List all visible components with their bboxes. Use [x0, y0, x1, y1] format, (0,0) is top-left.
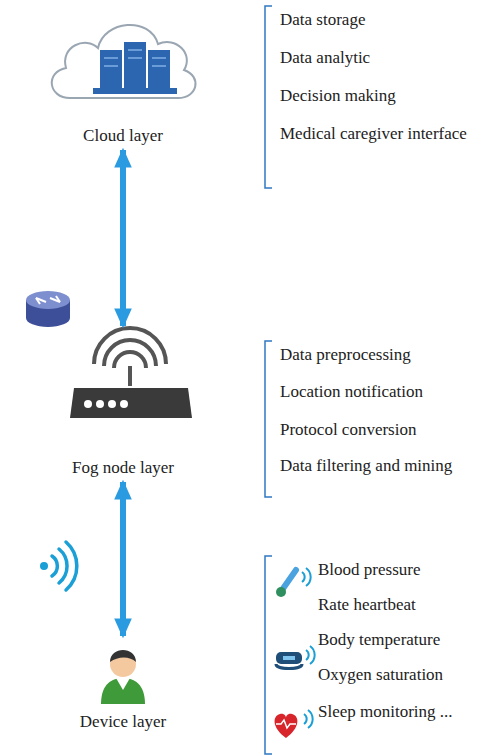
function-item: Oxygen saturation — [318, 665, 443, 685]
bidirectional-arrow — [120, 150, 126, 326]
layer-label: Cloud layer — [48, 126, 198, 146]
function-item: Location notification — [280, 382, 423, 402]
wristband-icon — [276, 646, 315, 669]
function-item: Protocol conversion — [280, 420, 416, 440]
function-item: Blood pressure — [318, 560, 420, 580]
bracket — [265, 6, 272, 754]
function-item: Sleep monitoring ... — [318, 702, 453, 722]
function-item: Medical caregiver interface — [280, 124, 467, 144]
function-item: Data filtering and mining — [280, 456, 452, 476]
access-point-icon — [70, 328, 192, 418]
person-icon — [101, 650, 145, 704]
layer-label: Device layer — [63, 712, 183, 732]
function-item: Data analytic — [280, 48, 370, 68]
layer-node: Device layer — [63, 640, 183, 732]
cloud-icon — [52, 25, 196, 98]
function-item: Data storage — [280, 10, 365, 30]
router-icon — [26, 291, 70, 327]
function-item: Body temperature — [318, 630, 440, 650]
function-item: Data preprocessing — [280, 345, 411, 365]
function-item: Rate heartbeat — [318, 595, 416, 615]
bidirectional-arrow — [120, 482, 126, 636]
layer-node: Fog node layer — [43, 330, 203, 478]
function-item: Decision making — [280, 86, 396, 106]
heart-icon — [275, 710, 313, 738]
wifi-icon — [40, 542, 77, 590]
thermometer-icon — [276, 568, 311, 597]
layer-label: Fog node layer — [43, 458, 203, 478]
layer-node: Cloud layer — [48, 4, 198, 146]
